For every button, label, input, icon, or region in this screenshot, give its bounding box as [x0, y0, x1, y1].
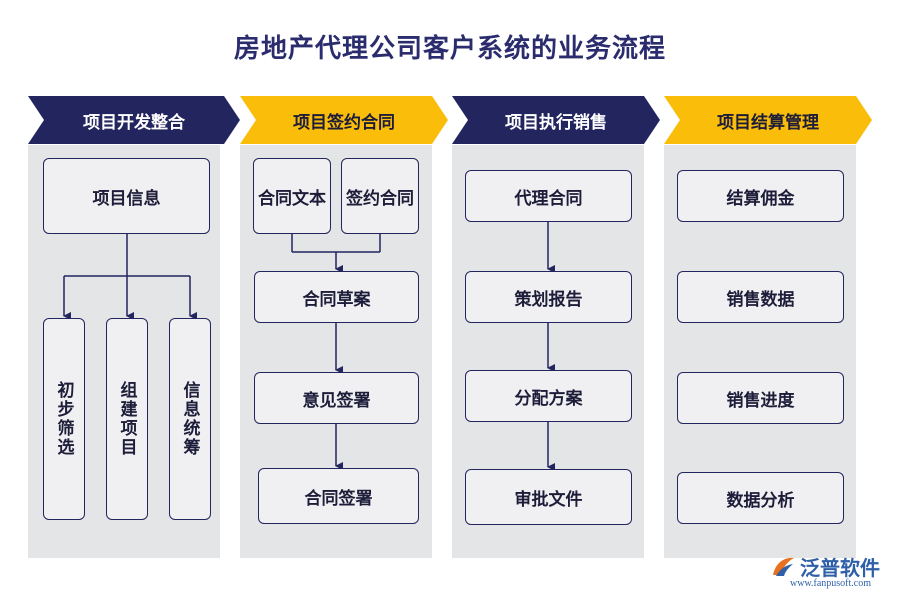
box-initial-screening: 初步筛选	[43, 318, 85, 520]
box-build-project: 组建项目	[106, 318, 148, 520]
box-contract-signing: 合同签署	[258, 468, 419, 524]
logo-name: 泛普软件	[800, 556, 880, 580]
page-title: 房地产代理公司客户系统的业务流程	[233, 34, 666, 64]
box-planning-report: 策划报告	[465, 271, 632, 323]
brand-logo: 泛普软件	[770, 552, 880, 581]
box-approval-documents: 审批文件	[465, 469, 632, 525]
box-contract-draft: 合同草案	[254, 271, 419, 323]
box-sign-contract: 签约合同	[341, 158, 419, 234]
box-sales-data: 销售数据	[677, 271, 844, 323]
box-info-coordination: 信息统筹	[169, 318, 211, 520]
column-4-header: 项目结算管理	[664, 96, 872, 144]
box-opinion-signing: 意见签署	[254, 372, 419, 424]
box-allocation-plan: 分配方案	[465, 370, 632, 422]
box-project-info: 项目信息	[43, 158, 210, 234]
column-1-header: 项目开发整合	[28, 96, 240, 144]
box-settle-commission: 结算佣金	[677, 170, 844, 222]
box-agency-contract: 代理合同	[465, 170, 632, 222]
box-contract-text: 合同文本	[253, 158, 331, 234]
fanpu-logo-icon	[773, 557, 794, 576]
box-data-analysis: 数据分析	[677, 472, 844, 524]
logo-url: www.fanpusoft.com	[790, 578, 872, 589]
box-sales-progress: 销售进度	[677, 372, 844, 424]
column-2-header: 项目签约合同	[240, 96, 448, 144]
column-3-header: 项目执行销售	[452, 96, 660, 144]
